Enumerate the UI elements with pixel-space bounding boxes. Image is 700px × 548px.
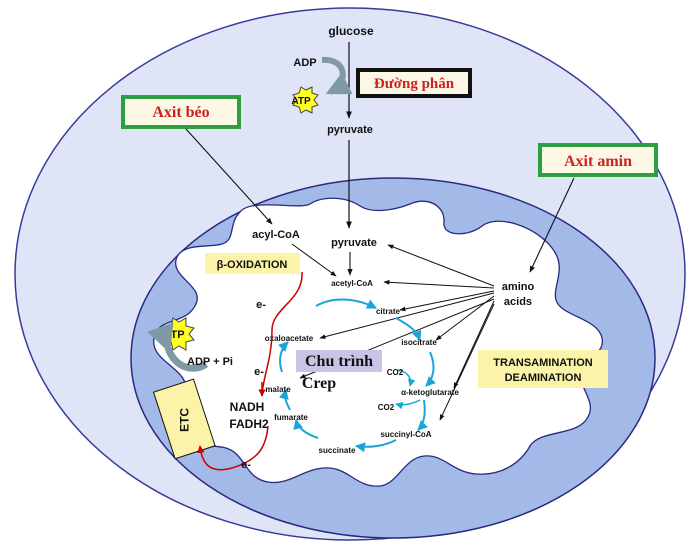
etc-label: ETC bbox=[178, 408, 192, 432]
axit-amin-label: Axit amin bbox=[564, 153, 632, 170]
electron-flow-arrows bbox=[197, 271, 303, 471]
glucose-label: glucose bbox=[328, 24, 374, 38]
succinyl-coa-label: succinyl-CoA bbox=[380, 430, 431, 439]
beta-oxidation-label: β-OXIDATION bbox=[217, 259, 288, 271]
nadh-label: NADH bbox=[230, 400, 265, 414]
acetyl-coa-label: acetyl-CoA bbox=[331, 279, 373, 288]
beta-oxidation-box bbox=[205, 253, 300, 274]
oxaloacetate-label: oxaloacetate bbox=[265, 334, 314, 343]
alpha-ketoglutarate-label: α-ketoglutarate bbox=[401, 388, 459, 397]
succinate-label: succinate bbox=[319, 446, 356, 455]
transamination-box bbox=[478, 350, 608, 388]
amino-acids-label-2: acids bbox=[504, 296, 532, 308]
chu-trinh-crep-highlight bbox=[296, 350, 382, 372]
axit-beo-label: Axit béo bbox=[152, 104, 209, 121]
axit-amin-box: Axit amin bbox=[538, 143, 658, 177]
duong-phan-label: Đường phân bbox=[374, 76, 455, 92]
crep-label: Crep bbox=[302, 375, 336, 392]
pyruvate-mito-label: pyruvate bbox=[331, 237, 377, 249]
recycle-arrow bbox=[321, 56, 353, 95]
amino-acid-arrows bbox=[299, 244, 495, 421]
malate-label: malate bbox=[265, 385, 291, 394]
axit-beo-arrow bbox=[185, 128, 273, 225]
fadh2-label: FADH2 bbox=[229, 417, 269, 431]
fumarate-label: fumarate bbox=[274, 413, 308, 422]
citrate-label: citrate bbox=[376, 307, 401, 316]
amino-acids-label-1: amino bbox=[502, 281, 535, 293]
atp-recycle-arrow bbox=[147, 322, 209, 372]
acyl-coa-label: acyl-CoA bbox=[252, 229, 300, 241]
atp-mito-label: ATP bbox=[163, 329, 184, 341]
axit-beo-box: Axit béo bbox=[121, 95, 241, 129]
adp-label: ADP bbox=[293, 57, 316, 69]
etc-box: ETC bbox=[152, 378, 216, 460]
atp-starburst bbox=[292, 86, 319, 114]
acyl-to-acetyl-arrow bbox=[291, 243, 337, 277]
duong-phan-box: Đường phân bbox=[356, 68, 472, 98]
chu-trinh-label: Chu trình bbox=[305, 353, 373, 370]
electron-label-3: e- bbox=[241, 459, 251, 471]
krebs-cycle-arrows bbox=[278, 298, 436, 453]
adp-pi-label: ADP + Pi bbox=[187, 356, 233, 368]
isocitrate-label: isocitrate bbox=[401, 338, 437, 347]
transamination-label: TRANSAMINATION bbox=[493, 357, 592, 369]
co2-label-1: CO2 bbox=[387, 368, 404, 377]
electron-label-2: e- bbox=[254, 366, 264, 378]
electron-label-1: e- bbox=[256, 299, 266, 311]
deamination-label: DEAMINATION bbox=[505, 372, 582, 384]
atp-top-label: ATP bbox=[291, 96, 311, 107]
pyruvate-top-label: pyruvate bbox=[327, 124, 373, 136]
co2-label-2: CO2 bbox=[378, 403, 395, 412]
axit-amin-arrow bbox=[529, 177, 575, 273]
